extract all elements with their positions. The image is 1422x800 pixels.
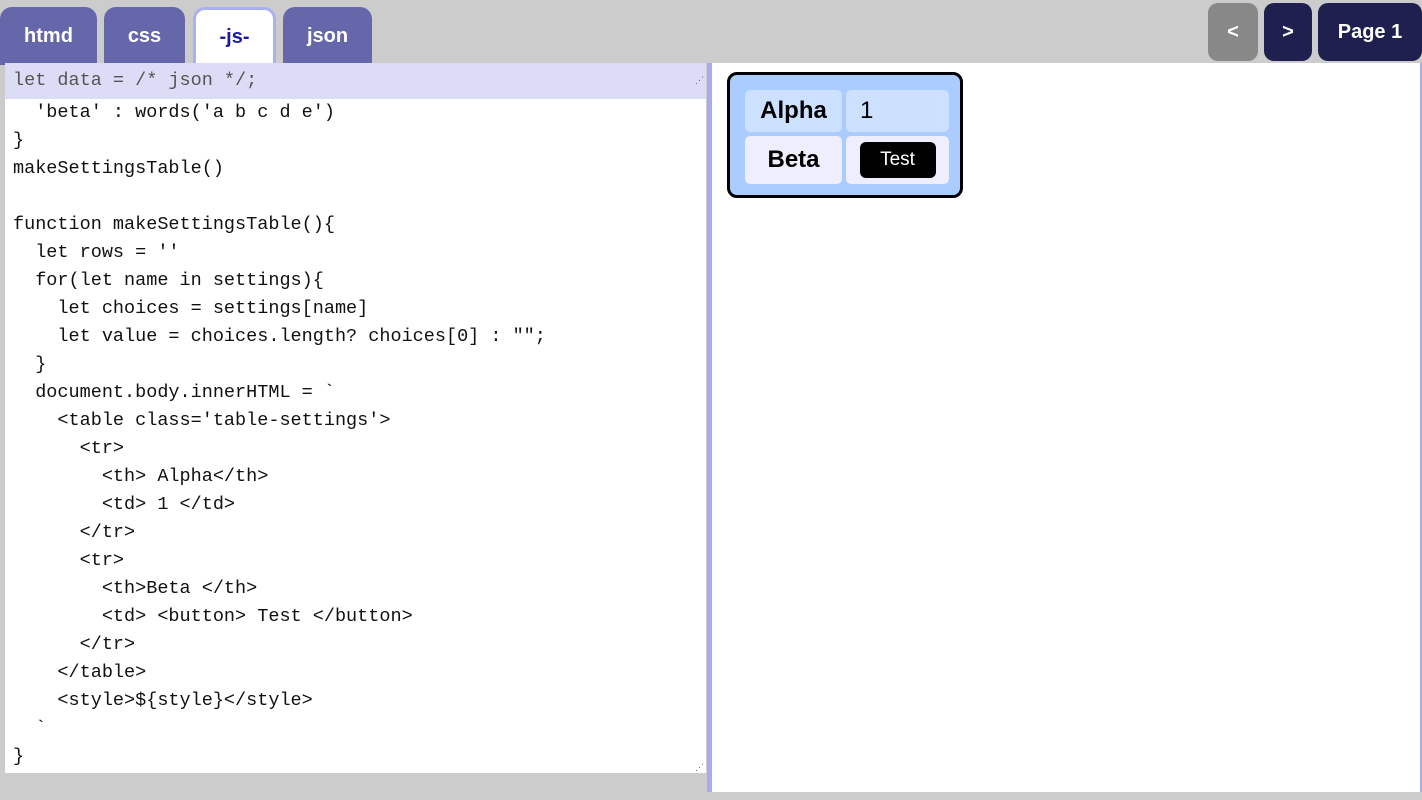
- alpha-header: Alpha: [745, 90, 842, 132]
- editor-header-line[interactable]: let data = /* json */; ⋰: [5, 63, 706, 99]
- preview-pane: Alpha 1 Beta Test: [707, 63, 1422, 792]
- settings-table: Alpha 1 Beta Test: [727, 72, 963, 198]
- resize-grip-icon[interactable]: ⋰: [695, 762, 704, 772]
- tab-json[interactable]: json: [283, 7, 372, 65]
- tab-htmd[interactable]: htmd: [0, 7, 97, 65]
- alpha-value: 1: [846, 90, 949, 132]
- resize-grip-icon[interactable]: ⋰: [695, 76, 704, 86]
- code-text[interactable]: 'beta' : words('a b c d e') } makeSettin…: [13, 102, 546, 767]
- next-page-button[interactable]: >: [1264, 3, 1312, 61]
- beta-header: Beta: [745, 136, 842, 184]
- beta-value: Test: [846, 136, 949, 184]
- prev-page-button[interactable]: <: [1208, 3, 1258, 61]
- code-editor[interactable]: let data = /* json */; ⋰ 'beta' : words('…: [5, 63, 706, 773]
- page-indicator[interactable]: Page 1: [1318, 3, 1422, 61]
- test-button[interactable]: Test: [859, 142, 936, 178]
- header-code: let data = /* json */;: [13, 70, 258, 91]
- tab-css[interactable]: css: [104, 7, 185, 65]
- tab-js[interactable]: -js-: [193, 7, 276, 65]
